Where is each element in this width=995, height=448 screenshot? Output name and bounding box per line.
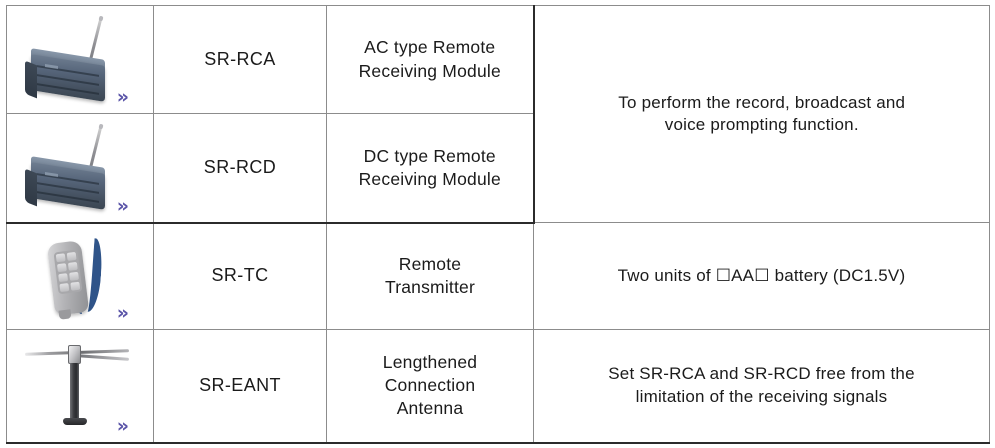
- antenna-tip-icon: [98, 15, 104, 22]
- remote-key: [66, 251, 77, 261]
- product-image-cell-sr-rcd: »: [6, 113, 154, 224]
- description-transmitter: Two units of ☐AA☐ battery (DC1.5V): [533, 222, 990, 330]
- description-line: Two units of ☐AA☐ battery (DC1.5V): [617, 265, 906, 285]
- remote-key: [58, 272, 69, 282]
- product-name-sr-rcd: DC type Remote Receiving Module: [326, 113, 534, 224]
- antenna-crossbar: [76, 354, 130, 361]
- product-image-cell-sr-rca: »: [6, 5, 154, 114]
- antenna-mast: [70, 363, 79, 421]
- remote-receiving-module-image: [8, 7, 153, 113]
- antenna-base: [63, 418, 87, 425]
- antenna-tip-icon: [98, 123, 104, 130]
- product-name-sr-tc: Remote Transmitter: [326, 222, 534, 330]
- remote-strap-loop: [58, 308, 72, 320]
- antenna-hub: [68, 345, 81, 364]
- description-line: voice prompting function.: [664, 115, 859, 134]
- remote-transmitter-image: [8, 224, 153, 329]
- lengthened-antenna-image: [8, 331, 153, 441]
- model-code-sr-rca: SR-RCA: [153, 5, 327, 114]
- module-side-face: [25, 168, 37, 207]
- product-name-line: Transmitter: [384, 277, 476, 298]
- product-name-line: Lengthened: [382, 352, 478, 373]
- chevron-double-right-icon[interactable]: »: [116, 86, 129, 108]
- chevron-double-right-icon[interactable]: »: [116, 302, 129, 324]
- remote-receiving-module-image: [8, 115, 153, 221]
- table-row: » SR-TC Remote Transmitter Two units of …: [6, 222, 990, 330]
- remote-key: [69, 271, 80, 281]
- remote-key: [67, 261, 78, 271]
- model-code-sr-tc: SR-TC: [153, 222, 327, 330]
- product-image-cell-sr-tc: »: [6, 222, 154, 330]
- remote-key: [55, 252, 66, 262]
- product-spec-table: » SR-RCA AC type Remote Receiving Module…: [6, 5, 990, 444]
- remote-keypad: [53, 249, 83, 294]
- table-row: » SR-EANT Lengthened Connection Antenna …: [6, 329, 990, 444]
- chevron-double-right-icon[interactable]: »: [116, 194, 129, 217]
- product-name-line: Receiving Module: [358, 168, 501, 189]
- product-name-line: Receiving Module: [358, 60, 501, 81]
- description-line: To perform the record, broadcast and: [618, 92, 906, 112]
- product-name-line: Connection: [384, 375, 476, 396]
- description-line: Set SR-RCA and SR-RCD free from the: [608, 364, 915, 384]
- description-line: limitation of the receiving signals: [635, 386, 888, 406]
- table-row: » SR-RCD DC type Remote Receiving Module: [6, 113, 990, 224]
- product-name-line: AC type Remote: [364, 37, 496, 58]
- description-antenna: Set SR-RCA and SR-RCD free from the limi…: [533, 329, 990, 444]
- product-name-sr-eant: Lengthened Connection Antenna: [326, 329, 534, 444]
- remote-key: [59, 282, 70, 292]
- model-code-sr-eant: SR-EANT: [153, 329, 327, 444]
- description-receiving-modules: To perform the record, broadcast and voi…: [532, 5, 990, 223]
- product-image-cell-sr-eant: »: [6, 329, 154, 444]
- product-name-line: Remote: [398, 254, 462, 275]
- module-side-face: [25, 60, 37, 99]
- model-code-sr-rcd: SR-RCD: [153, 113, 327, 224]
- chevron-double-right-icon[interactable]: »: [116, 414, 129, 437]
- remote-key: [56, 262, 67, 272]
- product-name-sr-rca: AC type Remote Receiving Module: [326, 5, 534, 114]
- product-name-line: Antenna: [396, 398, 464, 419]
- remote-key: [70, 281, 81, 291]
- table-row: » SR-RCA AC type Remote Receiving Module…: [6, 5, 990, 223]
- product-name-line: DC type Remote: [363, 145, 496, 166]
